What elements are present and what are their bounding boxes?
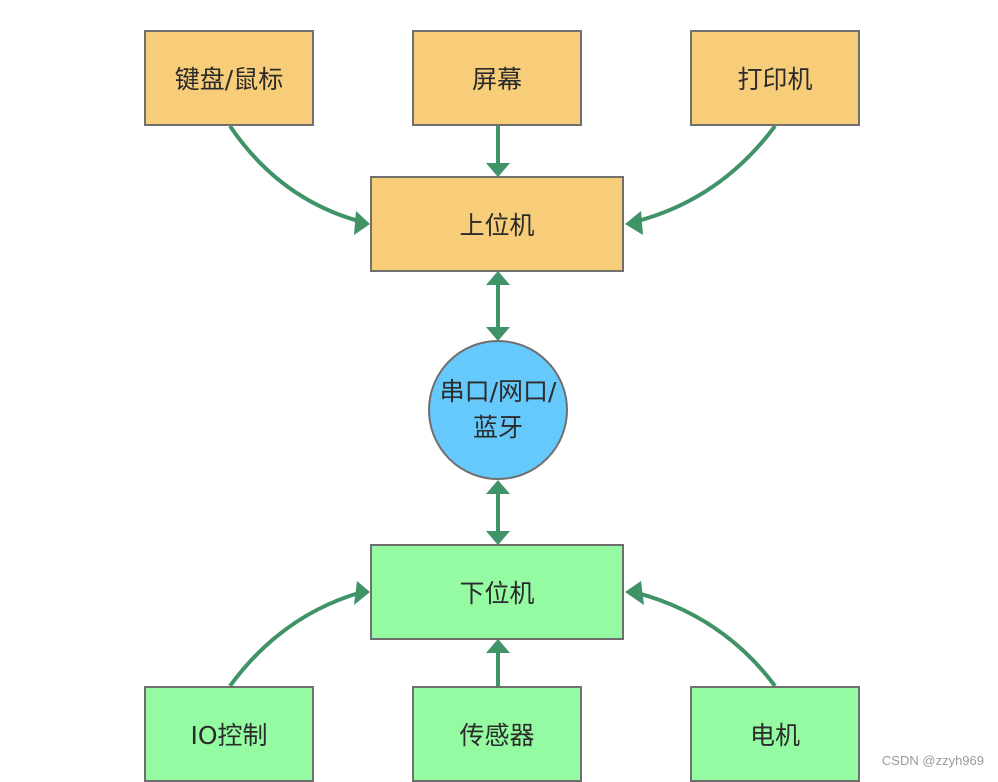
keyboard-mouse-label: 键盘/鼠标 <box>174 65 284 94</box>
comm-link-label-line2: 蓝牙 <box>472 413 523 442</box>
slave-computer-node: 下位机 <box>370 544 624 640</box>
arrow-io-to-slave <box>228 590 363 688</box>
io-control-label: IO控制 <box>190 721 268 750</box>
arrowhead-host-up <box>486 271 510 285</box>
comm-link-node: 串口/网口/ 蓝牙 <box>428 340 568 480</box>
arrowhead-slave-down <box>486 531 510 545</box>
host-computer-node: 上位机 <box>370 176 624 272</box>
arrowhead-screen <box>486 163 510 177</box>
arrowhead-link-down <box>486 327 510 341</box>
watermark: CSDN @zzyh969 <box>881 753 984 768</box>
arrowhead-link-up <box>486 480 510 494</box>
screen-label: 屏幕 <box>471 65 522 94</box>
sensor-label: 传感器 <box>459 721 535 750</box>
printer-label: 打印机 <box>737 65 813 94</box>
screen-node: 屏幕 <box>412 30 582 126</box>
slave-computer-label: 下位机 <box>459 579 535 608</box>
io-control-node: IO控制 <box>144 686 314 782</box>
printer-node: 打印机 <box>690 30 860 126</box>
motor-node: 电机 <box>690 686 860 782</box>
arrowhead-sensor <box>486 639 510 653</box>
arrow-motor-to-slave <box>633 590 777 688</box>
arrowhead-io <box>354 581 370 605</box>
arrow-keyboard-to-host <box>228 124 363 224</box>
arrowhead-keyboard <box>354 211 370 235</box>
arrowhead-printer <box>625 211 643 235</box>
comm-link-label-line1: 串口/网口/ <box>439 377 557 406</box>
arrowhead-motor <box>625 581 644 605</box>
host-computer-label: 上位机 <box>459 211 535 240</box>
sensor-node: 传感器 <box>412 686 582 782</box>
motor-label: 电机 <box>749 721 800 750</box>
arrow-printer-to-host <box>633 124 777 224</box>
keyboard-mouse-node: 键盘/鼠标 <box>144 30 314 126</box>
